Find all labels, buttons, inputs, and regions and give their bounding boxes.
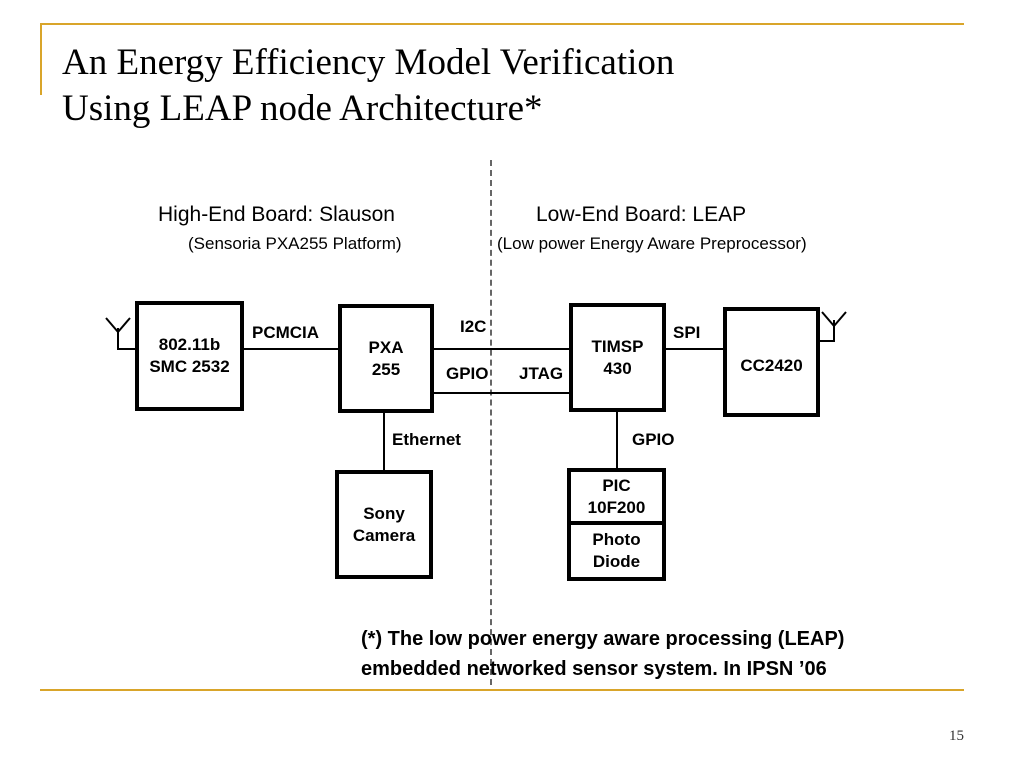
footnote-line-1: (*) The low power energy aware processin… <box>361 628 845 650</box>
left-accent-rule <box>40 23 42 95</box>
pcmcia-label: PCMCIA <box>252 323 320 342</box>
pxa-processor-box: PXA 255 <box>338 304 434 413</box>
pcmcia-wire <box>244 348 340 350</box>
jtag-label: JTAG <box>519 364 564 383</box>
high-end-board-heading: High-End Board: Slauson <box>158 203 395 226</box>
pxa-label-line1: PXA <box>368 337 404 357</box>
page-number: 15 <box>949 728 964 744</box>
timsp-label-line2: 430 <box>603 358 632 378</box>
timsp-processor-box: TIMSP 430 <box>569 303 666 412</box>
spi-label: SPI <box>673 323 701 342</box>
gpio-wire <box>616 412 618 470</box>
footnote-line-2: embedded networked sensor system. In IPS… <box>361 658 827 680</box>
title-line-2: Using LEAP node Architecture* <box>62 88 543 129</box>
pic-label-line1: PIC <box>602 475 631 495</box>
i2c-label: I2C <box>460 317 487 336</box>
gpio-right-label: GPIO <box>632 430 675 449</box>
gpio-left-label: GPIO <box>446 364 489 383</box>
camera-label-line1: Sony <box>363 503 405 523</box>
high-end-board-subtitle: (Sensoria PXA255 Platform) <box>188 234 402 253</box>
cc2420-radio-box: CC2420 <box>723 307 820 417</box>
bottom-accent-rule <box>40 689 964 691</box>
photo-diode-line1: Photo <box>592 530 641 549</box>
antenna-icon <box>105 317 138 350</box>
photo-diode-line2: Diode <box>592 552 641 571</box>
pic-label-line2: 10F200 <box>587 497 646 517</box>
gpio-jtag-wire <box>432 392 572 394</box>
top-accent-rule <box>40 23 964 25</box>
photo-diode-box: Photo Diode <box>567 521 666 581</box>
low-end-board-subtitle: (Low power Energy Aware Preprocessor) <box>497 234 807 253</box>
spi-wire <box>664 348 726 350</box>
pic-microcontroller-box: PIC 10F200 <box>567 468 666 525</box>
camera-label-line2: Camera <box>352 525 416 545</box>
sony-camera-box: Sony Camera <box>335 470 433 579</box>
cc2420-label: CC2420 <box>740 356 803 375</box>
ethernet-label: Ethernet <box>392 430 461 449</box>
i2c-wire <box>432 348 572 350</box>
timsp-label-line1: TIMSP <box>591 336 644 356</box>
slide-title: An Energy Efficiency Model Verification … <box>62 40 674 132</box>
wifi-module-name: 802.11b <box>158 335 221 354</box>
board-divider <box>490 160 492 685</box>
low-end-board-heading: Low-End Board: LEAP <box>536 203 747 226</box>
wifi-module-box: 802.11b SMC 2532 <box>135 301 244 411</box>
pxa-label-line2: 255 <box>371 359 401 379</box>
title-line-1: An Energy Efficiency Model Verification <box>62 42 675 83</box>
wifi-module-model: SMC 2532 <box>149 357 230 376</box>
ethernet-wire <box>383 412 385 470</box>
citation-footnote: (*) The low power energy aware processin… <box>361 624 844 684</box>
